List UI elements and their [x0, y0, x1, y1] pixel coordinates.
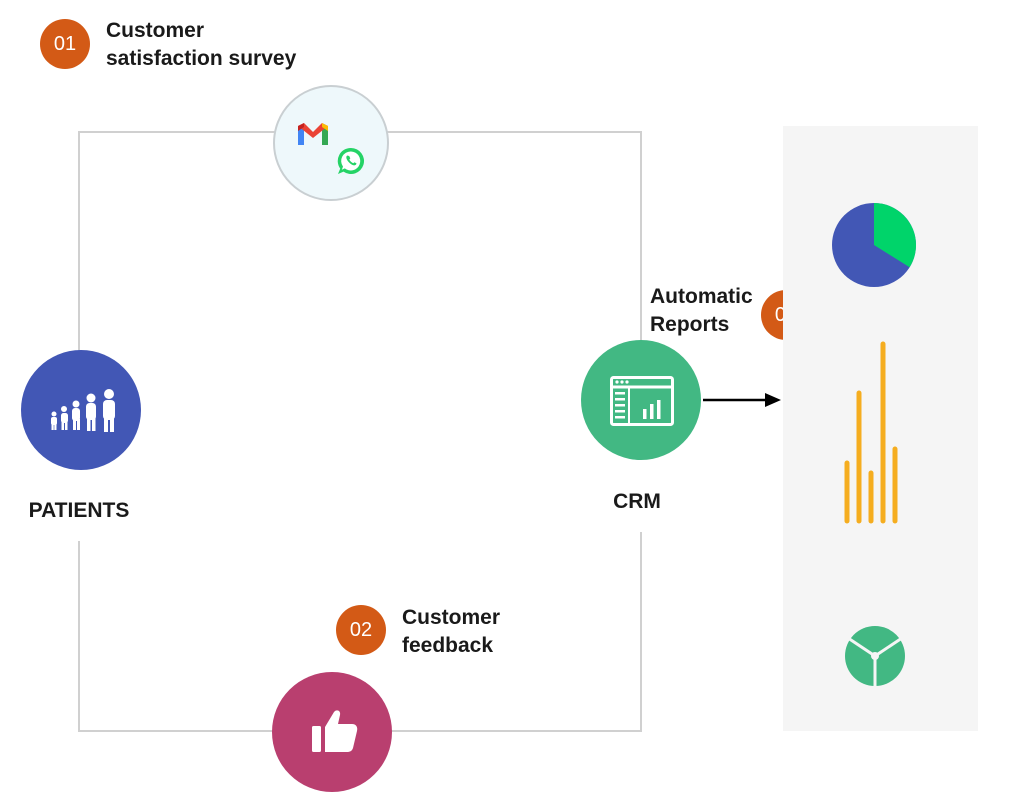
survey-node — [273, 85, 389, 201]
loop-line-left-upper — [78, 131, 80, 351]
dashboard-window-icon — [610, 376, 674, 426]
bar-chart-icon — [844, 341, 898, 524]
step-label-02: Customer feedback — [402, 604, 500, 660]
step-badge-01: 01 — [40, 19, 90, 69]
loop-line-left-lower — [78, 541, 80, 732]
segmented-donut-icon — [845, 626, 905, 688]
patients-node — [21, 350, 141, 470]
loop-line-right-lower — [640, 532, 642, 732]
loop-line-right-upper — [640, 131, 642, 343]
step-badge-02: 02 — [336, 605, 386, 655]
feedback-node — [272, 672, 392, 792]
whatsapp-icon — [337, 147, 365, 174]
report-panel — [783, 126, 978, 731]
gmail-icon — [298, 123, 328, 145]
step-label-01-line2: satisfaction survey — [106, 47, 297, 70]
step-label-02-line2: feedback — [402, 634, 494, 657]
arrow-to-reports — [703, 393, 781, 407]
crm-label: CRM — [613, 490, 661, 513]
pie-chart-icon — [832, 203, 917, 287]
step-label-01-line1: Customer — [106, 19, 205, 42]
step-label-02-line1: Customer — [402, 606, 501, 629]
step-label-01: Customer satisfaction survey — [106, 17, 296, 73]
step-label-03: Automatic Reports — [650, 283, 753, 339]
step-label-03-line1: Automatic — [650, 285, 753, 308]
patients-label: PATIENTS — [28, 499, 130, 522]
family-group-icon — [51, 389, 115, 432]
thumbs-up-icon — [312, 710, 358, 752]
step-label-03-line2: Reports — [650, 313, 730, 336]
crm-node — [581, 340, 701, 460]
